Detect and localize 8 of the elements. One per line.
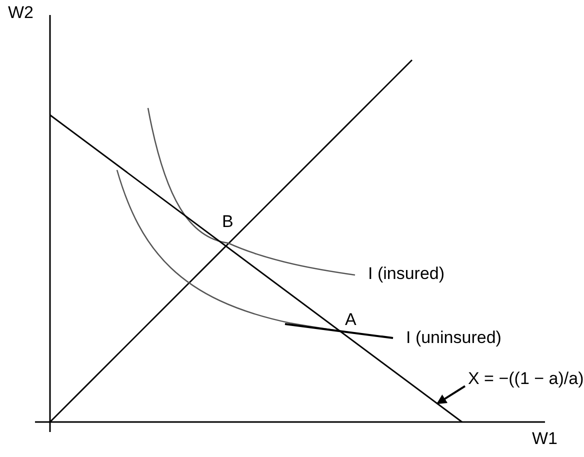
formula-label: X = −((1 − a)/a) (468, 370, 584, 389)
point-label: A (345, 311, 356, 330)
point-label: B (222, 213, 234, 232)
curve-label: I (insured) (368, 265, 445, 284)
axis-label: W1 (532, 430, 558, 449)
leader-arrow (436, 385, 466, 404)
curve-label: I (uninsured) (406, 329, 502, 348)
axis-label: W2 (8, 4, 34, 23)
